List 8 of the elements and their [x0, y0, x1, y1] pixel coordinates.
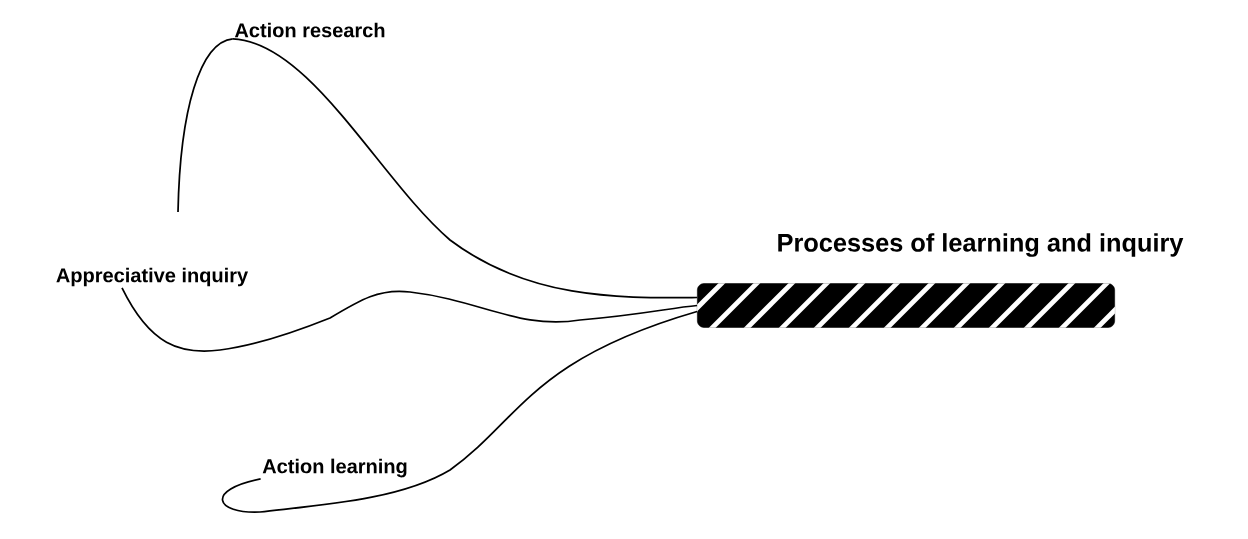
text-label: Appreciative inquiry — [56, 267, 249, 287]
text-label: Action research — [234, 22, 385, 38]
node-label: Processes of learning and inquiry — [778, 233, 1184, 257]
hatched-bar: Processes of learning and inquiry — [697, 233, 1184, 328]
curved-line — [121, 287, 698, 352]
text-label: Action learning — [262, 458, 407, 478]
curved-line — [177, 38, 698, 299]
curved-line — [221, 310, 698, 513]
